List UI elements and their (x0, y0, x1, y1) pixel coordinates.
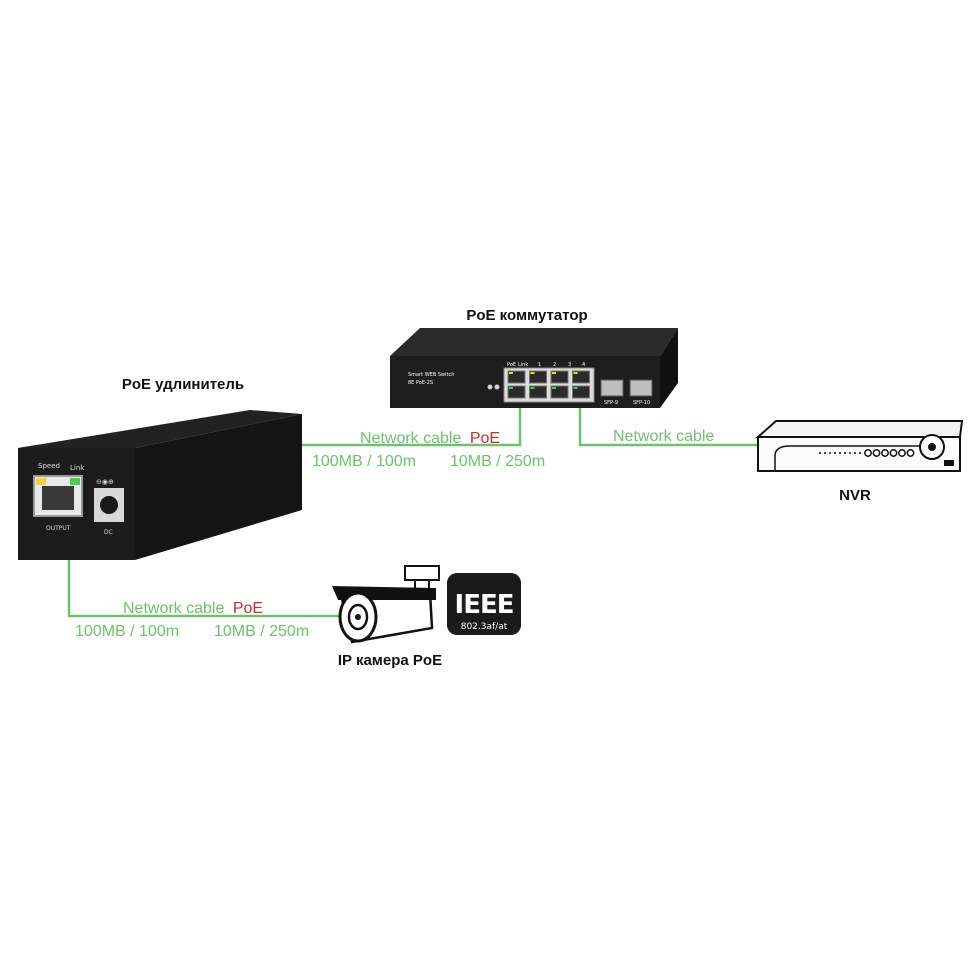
cable-label: Network cable PoE (360, 430, 500, 447)
extender-side (135, 414, 302, 560)
switch-port-led (530, 372, 535, 374)
poe-text: PoE (470, 430, 500, 447)
switch-port-led (573, 372, 578, 374)
switch-panel-model: 8E PoE-2S (408, 380, 433, 386)
cable-switch-nvr (578, 395, 760, 447)
cable-type-text: Network cable (360, 430, 461, 447)
switch-port-label: Link (518, 362, 528, 368)
switch-port-label: 3 (568, 362, 571, 368)
switch-port-label: 4 (582, 362, 585, 368)
sfp-label: SFP-10 (633, 400, 650, 406)
camera-mount (404, 565, 440, 581)
nvr-button (864, 449, 872, 457)
camera-lens-center (355, 614, 361, 620)
spec-left: 100MB / 100m (312, 453, 416, 470)
nvr-status-dot (824, 452, 826, 454)
speed-label: Speed (38, 462, 60, 470)
link-led (70, 478, 80, 485)
ieee-standard: 802.3af/at (461, 622, 508, 632)
switch-port-led (509, 387, 513, 389)
nvr-status-dot (859, 452, 861, 454)
switch-port-led (552, 387, 556, 389)
nvr-status-dot (819, 452, 821, 454)
switch-side (660, 328, 678, 408)
switch-port-labels: PoE Link 1 2 3 4 (507, 362, 585, 368)
dc-label: DC (104, 529, 113, 536)
dc-polarity-symbol: ⊖◉⊕ (96, 478, 114, 486)
nvr-button (898, 449, 906, 457)
label-extender-camera: Network cable PoE 100MB / 100m 10MB / 25… (75, 600, 309, 640)
cable-type-text: Network cable (123, 600, 224, 617)
poe-text: PoE (233, 600, 263, 617)
camera-title: IP камера PoE (338, 652, 442, 669)
nvr-usb-port (944, 460, 954, 466)
nvr-title: NVR (839, 487, 871, 504)
switch-port-label: 1 (538, 362, 541, 368)
nvr-front-bezel (774, 445, 940, 471)
nvr-button (881, 449, 889, 457)
spec-left: 100MB / 100m (75, 623, 179, 640)
poe-extender: PoE удлинитель Speed Link OUTPUT ⊖◉⊕ DC (18, 376, 302, 560)
switch-port-led (552, 372, 556, 374)
cable-label: Network cable (613, 428, 714, 445)
switch-top (390, 328, 678, 356)
ip-camera: IP камера PoE (332, 565, 442, 669)
label-switch-extender: Network cable PoE 100MB / 100m 10MB / 25… (312, 430, 545, 470)
ieee-badge: IEEE 802.3af/at (447, 573, 521, 635)
extender-title: PoE удлинитель (122, 376, 244, 393)
switch-ports (507, 370, 590, 399)
nvr-jog-center (928, 443, 936, 451)
nvr-status-dot (844, 452, 846, 454)
output-label: OUTPUT (46, 525, 71, 532)
nvr-status-dot (839, 452, 841, 454)
sfp-port (600, 379, 624, 397)
speed-led (36, 478, 46, 485)
nvr-button (889, 449, 898, 457)
nvr-status-dot (829, 452, 831, 454)
switch-port-led (509, 372, 513, 374)
switch-indicator-led (487, 384, 493, 390)
sfp-port (629, 379, 653, 397)
poe-switch: PoE коммутатор Smart WEB Switch 8E PoE-2… (390, 307, 678, 408)
switch-port-label: 2 (553, 362, 556, 368)
nvr-status-dot (834, 452, 836, 454)
ieee-logo: IEEE (455, 590, 514, 620)
switch-port-led (573, 387, 578, 389)
nvr-status-dot (849, 452, 851, 454)
spec-right: 10MB / 250m (214, 623, 309, 640)
switch-title: PoE коммутатор (466, 307, 587, 324)
switch-indicator-led (494, 384, 500, 390)
rj45-port-opening (42, 486, 74, 510)
switch-port-led (530, 387, 535, 389)
dc-jack-hole (100, 496, 118, 514)
nvr-button (872, 449, 881, 457)
nvr-button (906, 449, 915, 457)
extender-top-face (18, 410, 302, 448)
cable-label: Network cable PoE (123, 600, 263, 617)
switch-panel-title: Smart WEB Switch (408, 372, 454, 378)
sfp-label: SFP-9 (604, 400, 618, 406)
nvr-status-dot (854, 452, 856, 454)
nvr: NVR (755, 420, 964, 504)
spec-right: 10MB / 250m (450, 453, 545, 470)
switch-port-label: PoE (507, 362, 516, 368)
link-label: Link (70, 464, 85, 472)
label-switch-nvr: Network cable (613, 428, 714, 445)
ieee-badge-bg (447, 573, 521, 635)
nvr-leds (819, 449, 915, 457)
cable-switch-extender (302, 395, 522, 447)
